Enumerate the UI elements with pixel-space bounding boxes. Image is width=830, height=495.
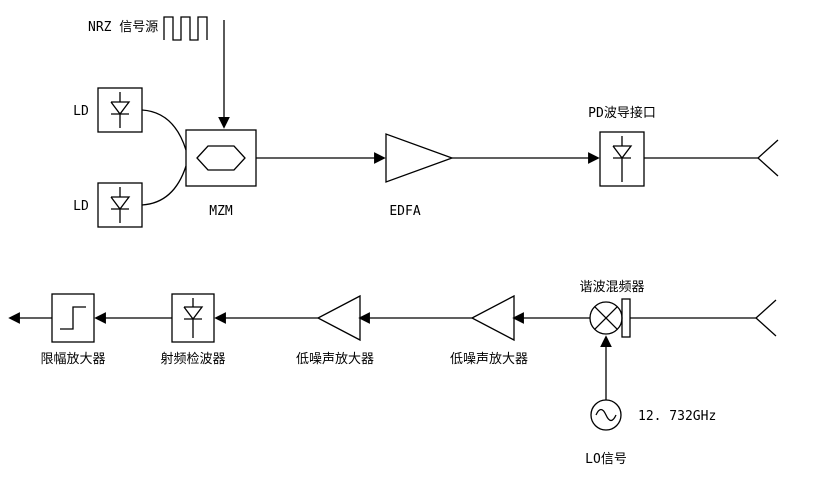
lo-sine-icon [595,408,617,422]
lna-left-icon [316,294,361,342]
lna-right-icon [470,294,515,342]
mixer-flange [621,298,631,338]
pd-interface-label: PD波导接口 [588,105,656,121]
lo-signal-label: LO信号 [585,452,627,467]
lna-left-label: 低噪声放大器 [296,352,374,367]
detector-diode-icon [183,298,204,338]
rx-antenna-icon [755,299,777,337]
lo-frequency-label: 12. 732GHz [638,409,716,424]
nrz-pulse-waveform-icon [163,16,208,41]
mzm-label: MZM [209,204,233,219]
tx-antenna-icon [757,139,779,177]
ld-top-label: LD [73,104,89,119]
mixer-label: 谐波混频器 [579,280,644,295]
laser-diode-bottom-icon [110,187,131,223]
limiter-step-icon [60,306,86,330]
coupler-bottom-path [141,165,187,206]
laser-diode-top-icon [110,92,131,128]
pd-box [599,131,645,187]
ld-bottom-label: LD [73,199,89,214]
nrz-source-label: NRZ 信号源 [88,20,158,35]
coupler-top-path [141,109,187,151]
mzm-hexagon-icon [196,145,246,171]
mixer-cross-icon [594,306,618,330]
limiter-label: 限幅放大器 [40,352,105,367]
edfa-amplifier-icon [385,133,454,183]
lna-right-label: 低噪声放大器 [450,352,528,367]
rf-detector-label: 射频检波器 [160,351,225,367]
edfa-label: EDFA [389,204,420,219]
photodiode-icon [612,136,633,182]
